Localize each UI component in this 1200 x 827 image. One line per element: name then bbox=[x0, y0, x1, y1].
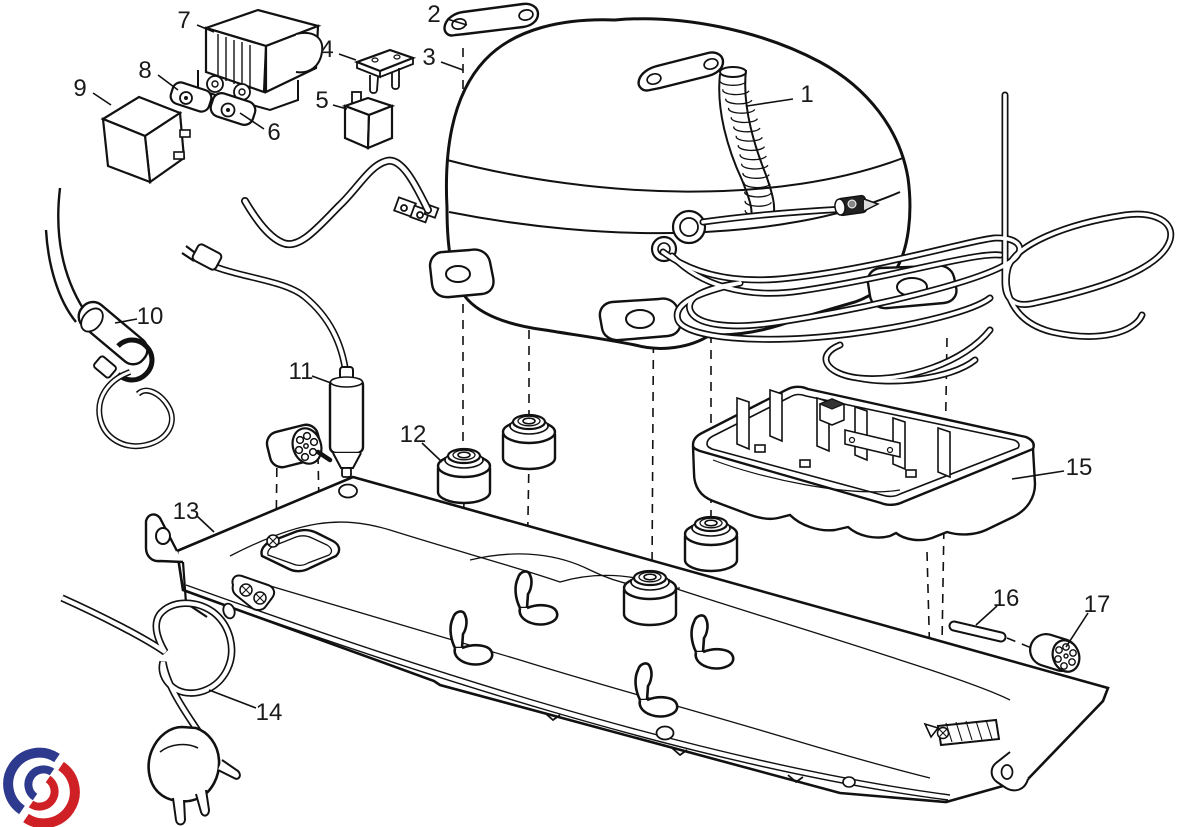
brand-logo bbox=[3, 747, 80, 827]
callout-leader-7 bbox=[196, 24, 215, 33]
callout-leader-17 bbox=[1065, 612, 1089, 648]
callout-label-8: 8 bbox=[138, 57, 151, 84]
power-cord bbox=[60, 594, 241, 826]
callout-label-6: 6 bbox=[267, 119, 280, 146]
pin-rod bbox=[948, 620, 1007, 643]
capacitor-box bbox=[100, 95, 191, 184]
base-plate bbox=[144, 475, 1110, 804]
relay-housing bbox=[197, 8, 324, 112]
drain-tray bbox=[691, 385, 1037, 542]
callout-leader-9 bbox=[92, 92, 112, 106]
terminal-sleeve-6 bbox=[209, 92, 257, 126]
callout-leader-1 bbox=[746, 98, 794, 107]
callout-label-16: 16 bbox=[993, 585, 1020, 612]
service-valve bbox=[834, 194, 880, 217]
callout-label-2: 2 bbox=[427, 1, 440, 28]
callout-leader-2 bbox=[446, 18, 468, 26]
starter-box bbox=[341, 91, 396, 150]
callout-label-1: 1 bbox=[800, 81, 813, 108]
callout-leader-14 bbox=[208, 689, 257, 709]
callout-label-5: 5 bbox=[315, 87, 328, 114]
callout-label-15: 15 bbox=[1066, 454, 1093, 481]
callout-leader-10 bbox=[114, 318, 138, 324]
callout-leader-6 bbox=[239, 112, 265, 130]
callout-label-14: 14 bbox=[256, 699, 283, 726]
condenser-coil bbox=[659, 91, 1175, 385]
callout-label-17: 17 bbox=[1084, 591, 1111, 618]
callout-label-3: 3 bbox=[422, 44, 435, 71]
terminal-bushing bbox=[1029, 633, 1081, 673]
spade-connector bbox=[181, 243, 223, 271]
terminal-sleeve-8 bbox=[169, 81, 213, 113]
callout-label-13: 13 bbox=[173, 498, 200, 525]
wire-harness bbox=[241, 156, 432, 249]
callout-label-4: 4 bbox=[320, 36, 333, 63]
callout-label-9: 9 bbox=[73, 75, 86, 102]
mount-bracket-on-compressor bbox=[637, 51, 725, 92]
callout-label-11: 11 bbox=[289, 358, 314, 385]
callout-leader-12 bbox=[421, 442, 443, 463]
power-plug bbox=[147, 725, 241, 826]
callout-leader-11 bbox=[311, 375, 332, 384]
callout-leader-4 bbox=[338, 53, 357, 61]
ptc-capacitor bbox=[181, 243, 365, 478]
cover-clip bbox=[353, 48, 417, 94]
callout-leader-3 bbox=[440, 61, 464, 71]
corrugated-drain-tube bbox=[718, 66, 776, 219]
callout-leader-5 bbox=[332, 104, 348, 110]
callout-label-7: 7 bbox=[177, 7, 190, 34]
callout-leader-13 bbox=[196, 515, 215, 533]
terminal-cylinder bbox=[265, 423, 333, 469]
mount-bracket-loose bbox=[443, 2, 540, 37]
callout-label-12: 12 bbox=[400, 421, 427, 448]
callout-label-10: 10 bbox=[137, 303, 164, 330]
thermostat bbox=[44, 187, 175, 450]
callout-leader-15 bbox=[1011, 470, 1065, 480]
callout-leader-8 bbox=[157, 74, 179, 91]
callout-leader-16 bbox=[975, 605, 998, 626]
